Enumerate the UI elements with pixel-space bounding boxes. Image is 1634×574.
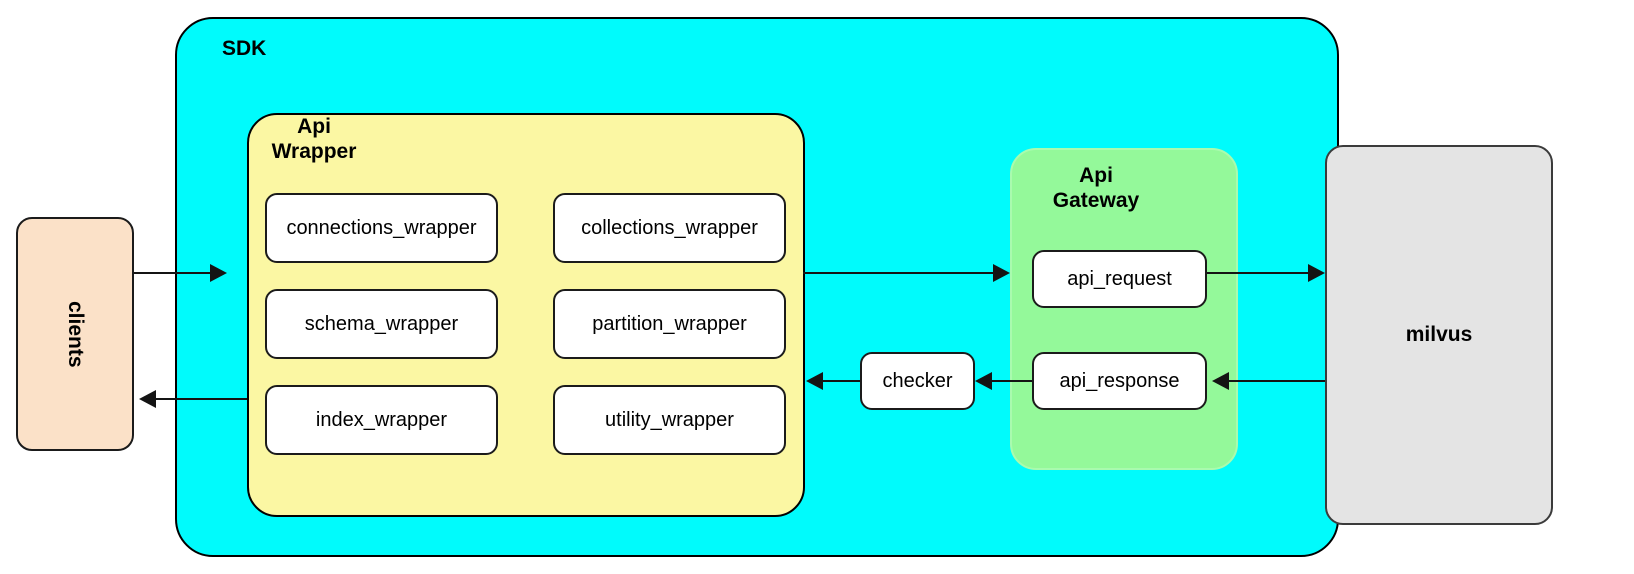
index-wrapper-label: index_wrapper: [315, 409, 448, 431]
milvus-label: milvus: [1405, 323, 1473, 346]
collections-wrapper-node[interactable]: collections_wrapper: [553, 193, 786, 263]
arrow-left-icon: [1212, 372, 1229, 390]
api-response-label: api_response: [1059, 370, 1180, 392]
collections-wrapper-label: collections_wrapper: [581, 217, 758, 239]
arrow-left-icon: [139, 390, 156, 408]
api-gateway-container[interactable]: [1010, 148, 1238, 470]
connections-wrapper-label: connections_wrapper: [286, 217, 477, 239]
schema-wrapper-node[interactable]: schema_wrapper: [265, 289, 498, 359]
utility-wrapper-node[interactable]: utility_wrapper: [553, 385, 786, 455]
index-wrapper-node[interactable]: index_wrapper: [265, 385, 498, 455]
api-response-node[interactable]: api_response: [1032, 352, 1207, 410]
edge-milvus-to-api-response: [1216, 380, 1325, 382]
arrow-right-icon: [210, 264, 227, 282]
edge-api-wrapper-to-clients: [155, 398, 247, 400]
partition-wrapper-label: partition_wrapper: [592, 313, 747, 335]
edge-checker-to-api-wrapper: [822, 380, 860, 382]
clients-node[interactable]: clients: [16, 217, 134, 451]
api-gateway-title: Api Gateway: [1052, 164, 1140, 212]
connections-wrapper-node[interactable]: connections_wrapper: [265, 193, 498, 263]
edge-api-request-to-milvus: [1207, 272, 1319, 274]
schema-wrapper-label: schema_wrapper: [304, 313, 459, 335]
partition-wrapper-node[interactable]: partition_wrapper: [553, 289, 786, 359]
checker-node[interactable]: checker: [860, 352, 975, 410]
edge-api-response-to-checker: [991, 380, 1032, 382]
edge-api-wrapper-to-api-gateway: [803, 272, 1006, 274]
arrow-left-icon: [806, 372, 823, 390]
clients-label: clients: [64, 300, 87, 368]
milvus-node[interactable]: milvus: [1325, 145, 1553, 525]
arrow-right-icon: [993, 264, 1010, 282]
arrow-right-icon: [1308, 264, 1325, 282]
api-request-node[interactable]: api_request: [1032, 250, 1207, 308]
arrow-left-icon: [975, 372, 992, 390]
utility-wrapper-label: utility_wrapper: [605, 409, 734, 431]
api-request-label: api_request: [1067, 268, 1172, 290]
api-wrapper-title: Api Wrapper: [271, 115, 357, 163]
sdk-title: SDK: [222, 37, 267, 60]
checker-label: checker: [882, 370, 953, 392]
edge-clients-to-api-wrapper: [134, 272, 214, 274]
